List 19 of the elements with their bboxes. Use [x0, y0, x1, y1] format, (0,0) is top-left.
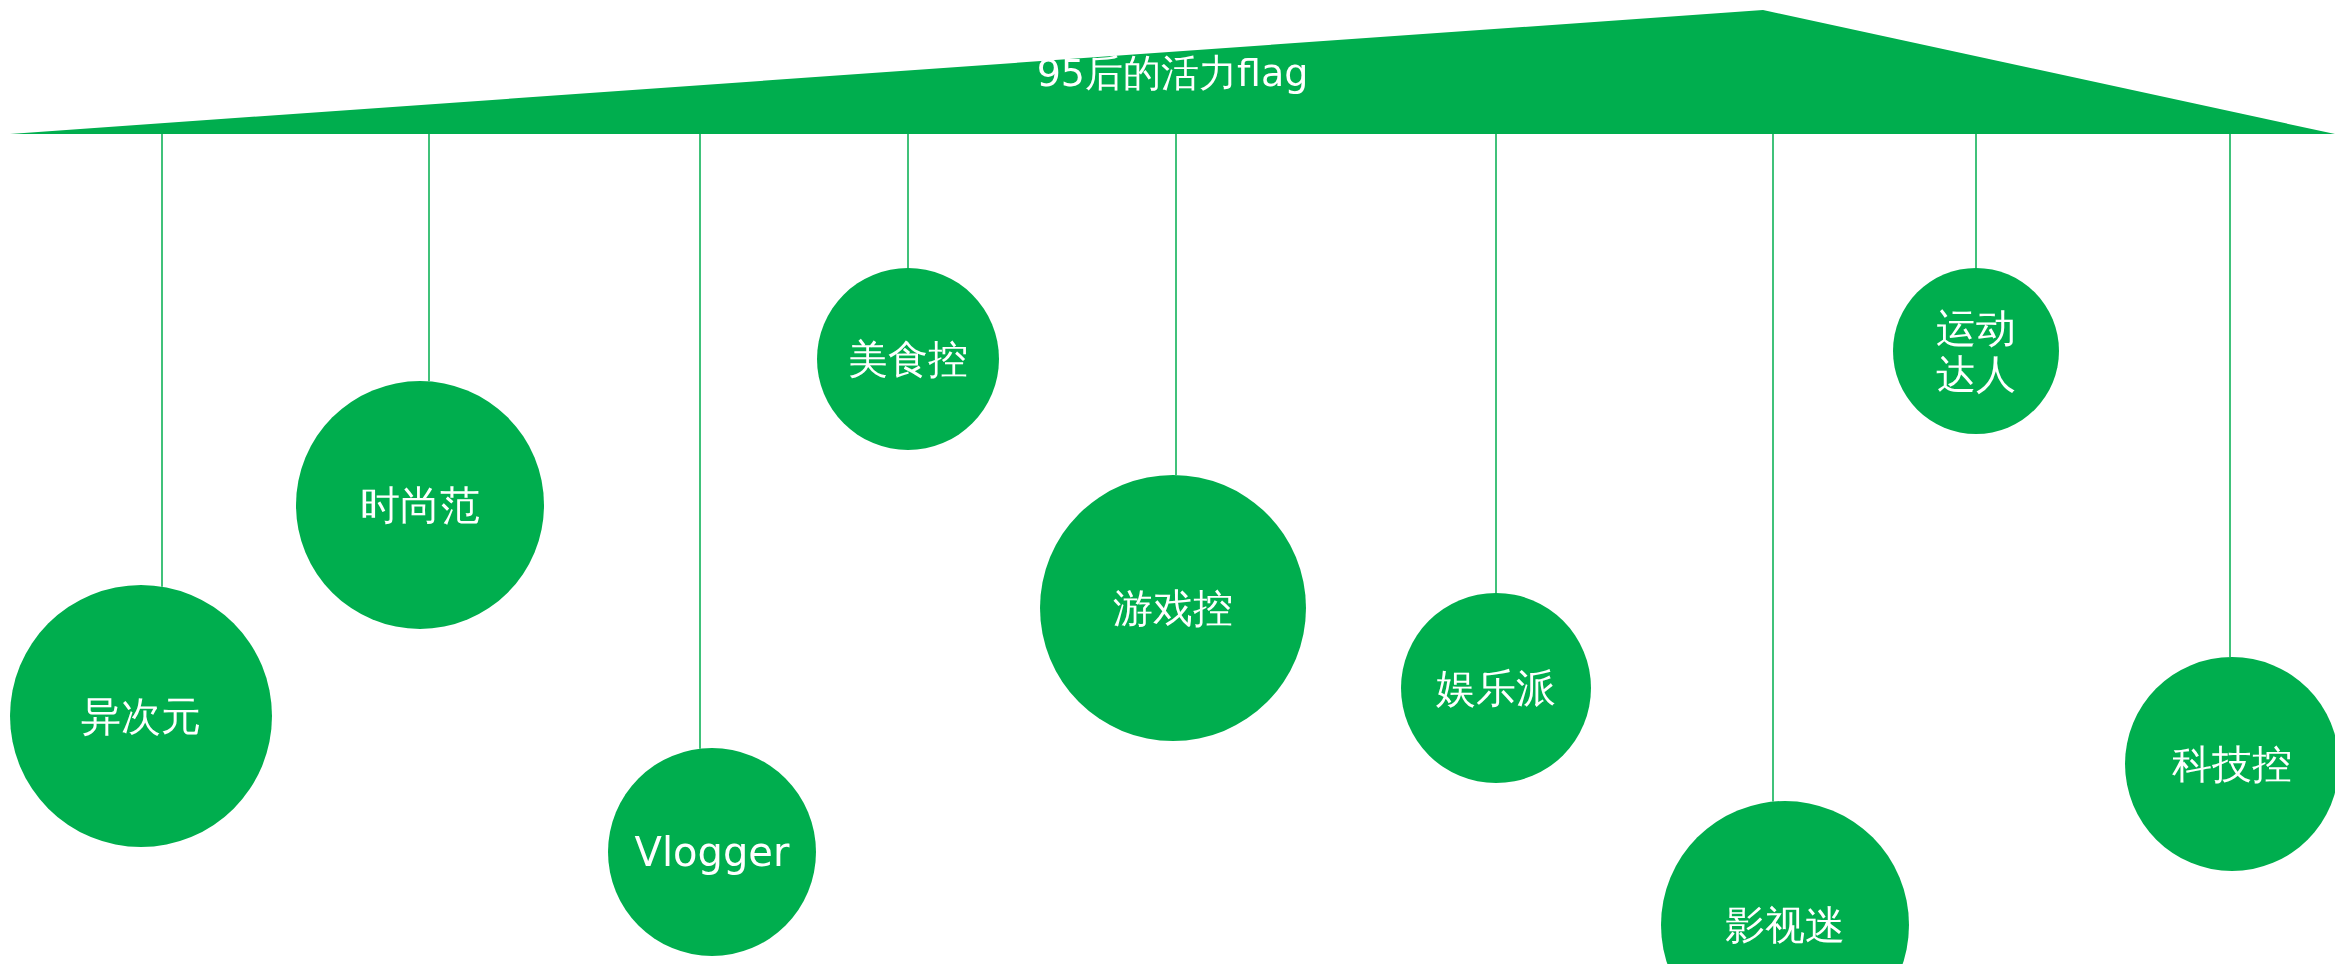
connector-line	[1175, 133, 1177, 476]
connector-line	[1495, 133, 1497, 594]
connector-line	[428, 133, 430, 383]
connector-line	[1975, 133, 1977, 269]
category-label: 运动达人	[1935, 305, 2017, 397]
category-label: 异次元	[81, 693, 201, 739]
connector-line	[2229, 133, 2231, 658]
title-text: 95后的活力flag	[1036, 52, 1309, 96]
category-label: 美食控	[848, 336, 968, 382]
connector-line	[161, 133, 163, 588]
category-label: 娱乐派	[1436, 665, 1556, 711]
connector-line	[699, 133, 701, 750]
category-label: 游戏控	[1113, 585, 1233, 631]
category-label: 影视迷	[1725, 902, 1845, 948]
category-label: 科技控	[2172, 741, 2292, 787]
connector-line	[907, 133, 909, 269]
connector-line	[1772, 133, 1774, 803]
category-label: 时尚范	[360, 482, 480, 528]
category-label: Vlogger	[634, 829, 790, 875]
